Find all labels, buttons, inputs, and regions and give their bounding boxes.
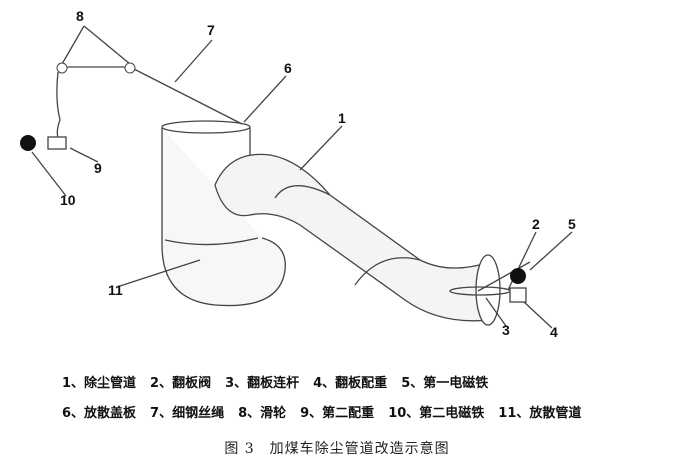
legend-item: 3、翻板连杆	[225, 376, 300, 391]
legend-item: 2、翻板阀	[150, 376, 212, 391]
legend-item: 9、第二配重	[300, 406, 375, 421]
legend-row-2: 6、放散盖板 7、细钢丝绳 8、滑轮 9、第二配重 10、第二电磁铁 11、放散管道	[62, 402, 595, 421]
legend-item: 4、翻板配重	[313, 376, 388, 391]
release-cover-rim	[161, 120, 251, 134]
callout-5: 5	[568, 216, 576, 232]
legend-item: 8、滑轮	[238, 406, 287, 421]
callout-8: 8	[76, 8, 84, 24]
valve-flange	[475, 254, 501, 326]
second-counterweight	[47, 136, 67, 150]
callout-2: 2	[532, 216, 540, 232]
callout-3: 3	[502, 322, 510, 338]
legend-row-1: 1、除尘管道 2、翻板阀 3、翻板连杆 4、翻板配重 5、第一电磁铁	[62, 372, 502, 391]
figure-caption: 图 3 加煤车除尘管道改造示意图	[224, 441, 450, 457]
first-electromagnet	[510, 268, 526, 284]
second-electromagnet	[20, 135, 36, 151]
callout-4: 4	[550, 324, 558, 340]
legend-item: 5、第一电磁铁	[401, 376, 489, 391]
legend-item: 1、除尘管道	[62, 376, 137, 391]
callout-11: 11	[108, 282, 123, 298]
legend-item: 7、细钢丝绳	[150, 406, 225, 421]
callout-7: 7	[207, 22, 215, 38]
callout-1: 1	[338, 110, 346, 126]
legend-item: 10、第二电磁铁	[388, 406, 485, 421]
callout-10: 10	[60, 192, 76, 208]
release-pipe	[161, 128, 286, 307]
legend-item: 11、放散管道	[498, 406, 582, 421]
callout-9: 9	[94, 160, 102, 176]
pulley-2	[124, 62, 136, 74]
pulley-1	[56, 62, 68, 74]
legend-item: 6、放散盖板	[62, 406, 137, 421]
valve-counterweight	[509, 287, 527, 303]
callout-6: 6	[284, 60, 292, 76]
